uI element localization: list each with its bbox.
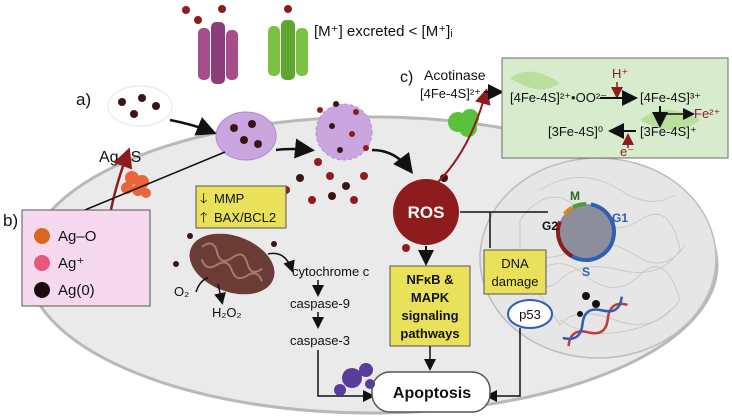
acotinase-cluster: [4Fe-4S]²⁺	[420, 86, 481, 101]
cycle-top-right: [4Fe-4S]³⁺	[640, 90, 701, 105]
legend-ag-o: Ag–O	[58, 228, 96, 245]
cycle-electron: e⁻	[620, 144, 634, 159]
cycle-m-label: M	[570, 189, 580, 203]
p53-label: p53	[519, 307, 541, 322]
mmp-label: MMP	[214, 191, 244, 206]
apoptosis-box	[371, 371, 491, 413]
dna-line-1: DNA	[501, 256, 529, 271]
mitochondrion	[189, 233, 275, 295]
ag-o-icon	[34, 228, 50, 244]
nfkb-line-3: signaling	[401, 308, 458, 323]
dna-helix	[562, 292, 628, 347]
cycle-s-label: S	[582, 265, 590, 279]
caspase-9-label: caspase-9	[290, 296, 350, 311]
mmp-arrow-down: 🡓	[200, 190, 207, 206]
lysosome-burst	[282, 101, 373, 204]
ag-ion-icon	[34, 255, 50, 271]
acotinase-label: Acotinase	[424, 67, 486, 83]
panel-label-b: b)	[3, 211, 18, 230]
dna-line-2: damage	[492, 274, 539, 289]
ros-label: ROS	[408, 203, 445, 222]
o2-label: O₂	[174, 284, 189, 299]
cycle-iron: Fe²⁺	[694, 106, 720, 121]
excreted-label: [M⁺] excreted < [M⁺]ᵢ	[314, 23, 453, 40]
ag-zero-icon	[34, 282, 50, 298]
cycle-bottom-right: [3Fe-4S]⁺	[640, 124, 697, 139]
panel-label-c: c)	[400, 69, 413, 86]
cytochrome-c-label: cytochrome c	[292, 264, 370, 279]
legend-ag-ion: Ag⁺	[58, 255, 84, 272]
apoptosis-label: Apoptosis	[393, 385, 471, 402]
cycle-proton: H⁺	[612, 66, 628, 81]
nfkb-line-1: NFκB &	[407, 272, 454, 287]
panel-label-a: a)	[76, 90, 91, 109]
bax-label: BAX/BCL2	[214, 210, 276, 225]
cycle-bottom-left: [3Fe-4S]⁰	[548, 124, 603, 139]
bax-arrow-up: 🡑	[200, 209, 207, 225]
apoptotic-body-icon	[334, 363, 375, 396]
ros-node	[393, 179, 459, 245]
mmp-box	[195, 185, 287, 229]
nfkb-line-2: MAPK	[411, 290, 450, 305]
nanoparticle-cluster	[107, 85, 173, 127]
ion-channel-green	[268, 20, 308, 80]
cycle-top-left: [4Fe-4S]²⁺•OO²⁻	[510, 90, 607, 105]
nfkb-box	[389, 265, 471, 347]
cell-cycle-wheel	[556, 202, 616, 262]
cycle-g2-label: G2	[542, 219, 558, 233]
cycle-g1-label: G1	[612, 211, 628, 225]
p53-node	[507, 299, 553, 329]
acotinase-enzyme	[448, 109, 479, 137]
dna-damage-box	[483, 249, 547, 295]
caspase-3-label: caspase-3	[290, 333, 350, 348]
legend-ag-zero: Ag(0)	[58, 282, 95, 299]
endosome-vesicle	[215, 111, 277, 161]
h2o2-label: H₂O₂	[212, 305, 242, 320]
ion-channel-purple	[198, 22, 238, 84]
particles-top	[182, 5, 292, 24]
ag-s-label: Ag –S	[99, 149, 141, 166]
nfkb-line-4: pathways	[400, 326, 459, 341]
